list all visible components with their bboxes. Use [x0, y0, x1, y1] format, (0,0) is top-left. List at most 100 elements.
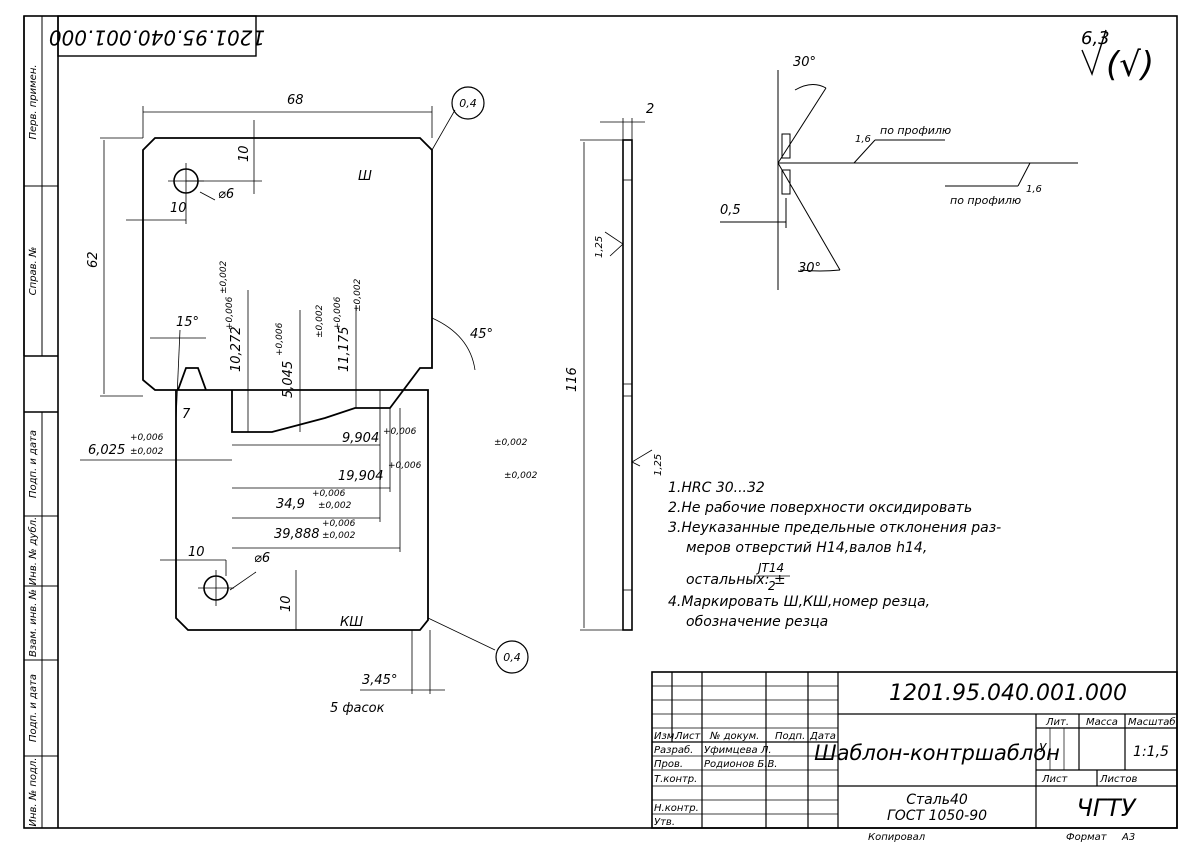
sidebar-inv-dubl: Инв. № дубл. — [27, 517, 39, 585]
title-material-2: ГОСТ 1050-90 — [887, 808, 987, 824]
dim-10-272: 10,272 — [229, 327, 244, 373]
h-massa: Масса — [1086, 717, 1118, 728]
row-razrab: Разраб. — [654, 744, 693, 756]
side-view-outline — [622, 139, 633, 631]
prov-name: Родионов Б.В. — [704, 759, 778, 770]
dim-5-045: 5,045 — [281, 361, 296, 398]
tol-34-9-lo: ±0,002 — [318, 501, 352, 511]
sidebar-podp-data-1: Подп. и дата — [28, 430, 39, 498]
detail-angle-bottom: 30° — [798, 261, 821, 276]
dim-11-175: 11,175 — [337, 327, 352, 373]
col-list: Лист — [674, 731, 702, 742]
note-4a: 4.Маркировать Ш,КШ,номер резца, — [668, 594, 930, 610]
format-value: А3 — [1121, 832, 1135, 843]
technical-notes: 1.HRC 30...32 2.Не рабочие поверхности о… — [668, 480, 1001, 630]
tol-5-045-lo: ±0,002 — [315, 304, 325, 338]
outer-frame — [23, 15, 1178, 829]
dim-length: 116 — [565, 367, 580, 392]
detail-view: 30° 30° 0,5 по профилю по профилю 1,6 1,… — [720, 55, 1078, 290]
sidebar-podp-data-2: Подп. и дата — [28, 674, 39, 742]
chamfer-note: 5 фасок — [330, 701, 385, 716]
detail-profile-1: по профилю — [880, 124, 951, 137]
dim-9-904: 9,904 — [342, 431, 379, 446]
tol-11-175-up: +0,006 — [333, 296, 343, 330]
callout-bottom: 0,4 — [503, 651, 521, 664]
col-doc: № докум. — [709, 731, 759, 742]
top-doc-code: 1201.95.040.001.000 — [49, 26, 265, 50]
row-nkontr: Н.контр. — [654, 803, 699, 814]
h-list: Лист — [1041, 774, 1069, 785]
dim-6-025: 6,025 — [88, 443, 125, 458]
col-data: Дата — [809, 731, 836, 742]
top-code-box: 1201.95.040.001.000 — [49, 15, 265, 57]
note-3b: меров отверстий H14,валов h14, — [686, 540, 927, 556]
row-tkontr: Т.контр. — [654, 774, 697, 785]
dim-10-c: 10 — [188, 545, 205, 560]
roughness-value: 6,3 — [1081, 28, 1110, 49]
label-sh: Ш — [358, 169, 372, 184]
title-name: Шаблон-контршаблон — [814, 741, 1060, 765]
sidebar-vzam-inv: Взам. инв. № — [28, 589, 39, 657]
tol-11-175-lo: ±0,002 — [353, 278, 363, 312]
title-org: ЧГТУ — [1076, 794, 1136, 822]
dim-thickness: 2 — [646, 102, 654, 117]
scale-value: 1:1,5 — [1133, 744, 1169, 760]
callout-top: 0,4 — [459, 97, 477, 110]
note-2: 2.Не рабочие поверхности оксидировать — [668, 500, 972, 516]
tol-34-9-up: +0,006 — [312, 489, 346, 499]
tol-6-025-lo: ±0,002 — [130, 447, 164, 457]
title-doc-code: 1201.95.040.001.000 — [889, 681, 1127, 706]
h-listov: Листов — [1099, 774, 1137, 785]
part-outline — [142, 137, 433, 631]
dim-7: 7 — [182, 407, 191, 422]
col-izm: Изм. — [654, 731, 678, 742]
dim-10-b: 10 — [170, 201, 187, 216]
angle-left: 15° — [176, 315, 199, 330]
tol-6-025-up: +0,006 — [130, 433, 164, 443]
note-4b: обозначение резца — [686, 614, 828, 630]
row-prov: Пров. — [654, 759, 683, 770]
dim-width: 68 — [287, 93, 304, 108]
tol-10-272-up: +0,006 — [225, 296, 235, 330]
main-view: 68 62 10 10 ⌀6 Ш КШ 10,272 +0,006 ±0,002… — [80, 86, 538, 716]
angle-right: 45° — [470, 327, 493, 342]
detail-rough-2: 1,6 — [1026, 184, 1042, 195]
tol-5-045-up: +0,006 — [275, 322, 285, 356]
side-view: 2 116 1,25 1,25 — [565, 102, 664, 631]
roughness-check-icon — [1081, 29, 1107, 77]
row-utv: Утв. — [654, 817, 675, 828]
rough-b: 1,25 — [653, 454, 664, 476]
lit-value: У — [1039, 741, 1047, 755]
dim-height-upper: 62 — [86, 251, 101, 268]
copied: Копировал — [868, 832, 926, 843]
tol-10-272-lo: ±0,002 — [219, 260, 229, 294]
dim-10-a: 10 — [237, 145, 252, 162]
note-fraction-den: 2 — [768, 579, 776, 593]
dim-19-904: 19,904 — [338, 469, 384, 484]
angle-chamfer: 3,45° — [362, 673, 397, 688]
note-1: 1.HRC 30...32 — [668, 480, 765, 496]
format-label: Формат — [1066, 832, 1108, 843]
detail-dim-05: 0,5 — [720, 203, 741, 218]
callout-bottom-circle — [495, 640, 529, 674]
tol-9-904-lo: ±0,002 — [494, 438, 528, 448]
tol-19-904-lo: ±0,002 — [504, 471, 538, 481]
callout-top-circle — [451, 86, 485, 120]
general-roughness: 6,3 (√) — [1081, 28, 1154, 85]
detail-rough-1: 1,6 — [855, 134, 871, 145]
sidebar-inv-podl: Инв. № подл. — [28, 758, 39, 827]
note-fraction: JT14 — [756, 561, 784, 575]
dim-39-888: 39,888 — [274, 527, 320, 542]
tol-19-904-up: +0,006 — [388, 461, 422, 471]
h-lit: Лит. — [1045, 717, 1069, 728]
rough-a: 1,25 — [594, 236, 605, 258]
detail-angle-top: 30° — [793, 55, 816, 70]
sidebar-perv-primen: Перв. примен. — [28, 64, 39, 139]
h-masshtab: Масштаб — [1128, 716, 1176, 728]
left-sidebar: Перв. примен. Справ. № Подп. и дата Инв.… — [23, 16, 58, 828]
tol-39-888-up: +0,006 — [322, 519, 356, 529]
detail-profile-2: по профилю — [950, 194, 1021, 207]
dim-d6-a: ⌀6 — [218, 187, 234, 202]
dim-34-9: 34,9 — [276, 497, 305, 512]
